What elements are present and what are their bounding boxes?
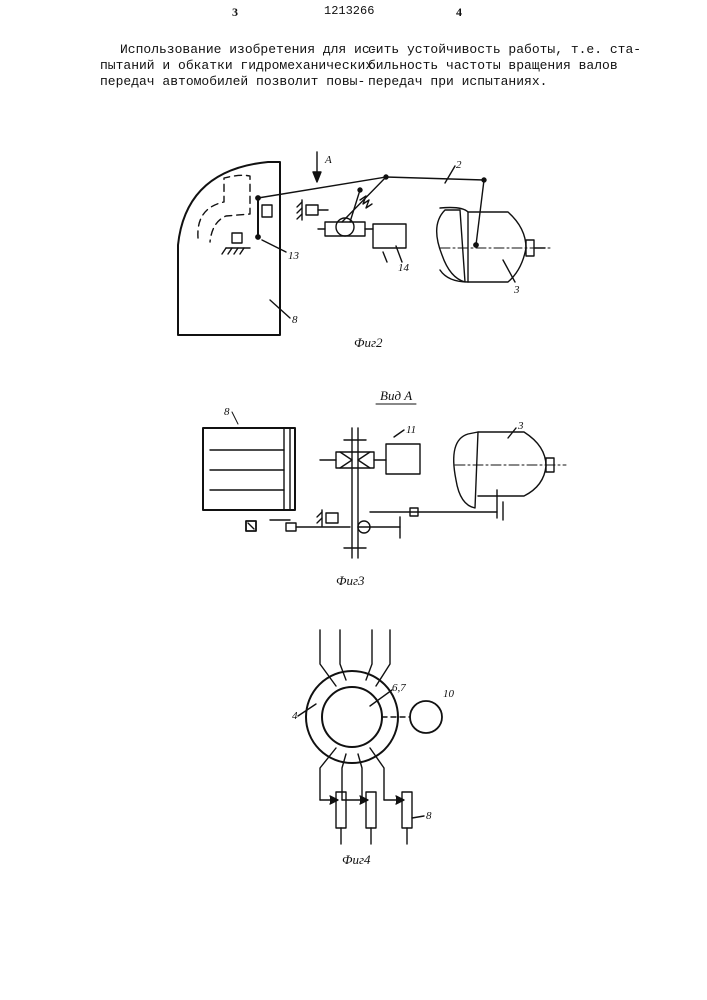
fig2-label-2: 2: [456, 157, 462, 173]
fig2-label-3: 3: [514, 282, 520, 298]
fig3-caption: Фиг3: [336, 573, 365, 589]
fig4-label-10: 10: [443, 686, 454, 702]
fig2-caption: Фиг2: [354, 335, 383, 351]
fig3-label-11: 11: [406, 422, 416, 438]
fig3-label-8: 8: [224, 404, 230, 420]
fig4-label-8: 8: [426, 808, 432, 824]
fig2-drawing: [178, 152, 550, 335]
fig2-label-13: 13: [288, 248, 299, 264]
fig3-drawing: [203, 404, 566, 558]
fig3-view-label: Вид А: [380, 388, 412, 404]
fig4-drawing: [298, 630, 442, 844]
fig4-label-4: 4: [292, 708, 298, 724]
fig4-label-6-7: 6,7: [392, 680, 406, 696]
fig3-label-3: 3: [518, 418, 524, 434]
fig2-label-14: 14: [398, 260, 409, 276]
fig2-arrow-label: А: [325, 152, 332, 168]
fig2-label-8: 8: [292, 312, 298, 328]
fig4-caption: Фиг4: [342, 852, 371, 868]
